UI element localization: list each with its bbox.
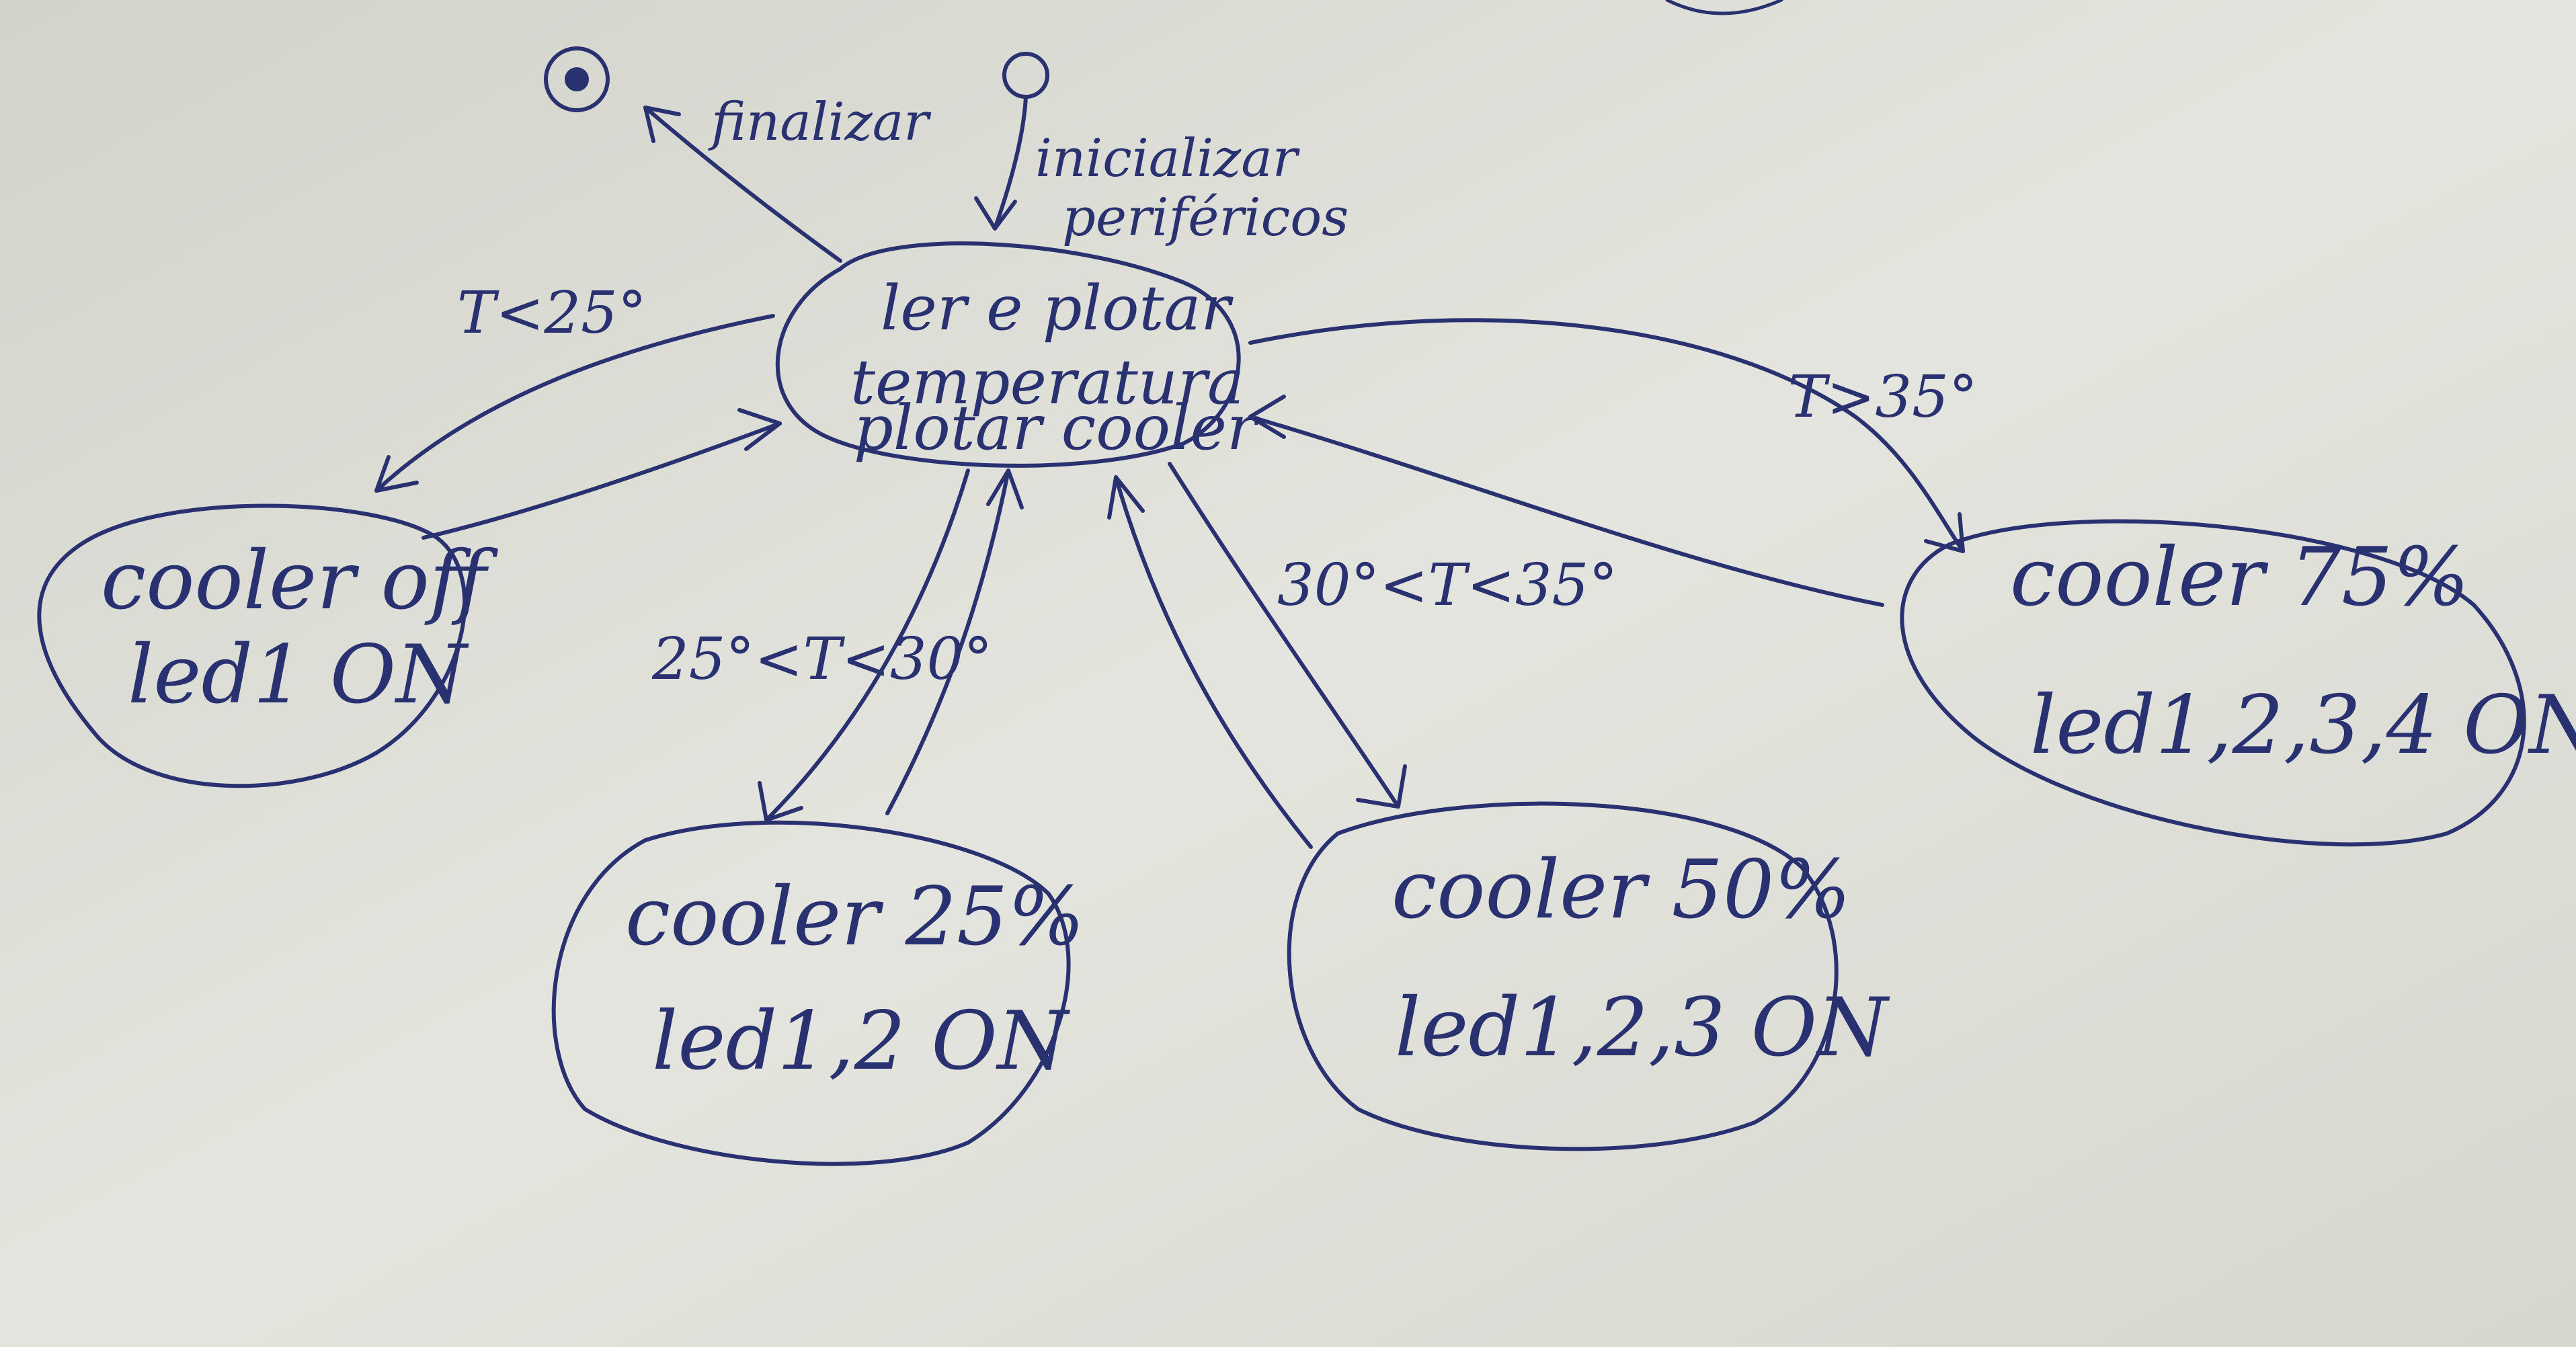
arrowhead-to-50 [1356, 764, 1407, 809]
initial-label-line1: inicializar [1035, 128, 1301, 189]
center-line2: temperatura [850, 346, 1244, 418]
state-cooler-50-node [1287, 801, 1839, 1151]
state-25-line2: led1,2 ON [652, 995, 1071, 1088]
center-line1: ler e plotar [881, 272, 1234, 344]
state-25-line1: cooler 25% [625, 870, 1084, 964]
transition-to-final [643, 106, 842, 263]
arrowhead-final [643, 106, 681, 143]
label-to-25: 25°<T<30° [651, 626, 992, 693]
final-label: finalizar [708, 92, 932, 153]
final-state-node [544, 46, 610, 112]
arrowhead-off-to-center [737, 408, 782, 451]
transition-center-to-off [374, 314, 775, 493]
transition-center-to-75 [1248, 318, 1965, 553]
transition-center-to-25 [764, 468, 970, 822]
state-50-line1: cooler 50% [1392, 844, 1851, 937]
transition-75-to-center [1248, 415, 1884, 607]
initial-state-node [974, 52, 1049, 231]
arrowhead-50-to-center [1107, 475, 1145, 520]
arrowhead-to-25 [758, 781, 803, 822]
label-to-75: T>35° [1788, 364, 1978, 431]
transition-off-to-center [421, 421, 782, 540]
arrowhead-25-to-center [986, 468, 1024, 509]
label-to-off: T<25° [457, 280, 647, 347]
state-off-line2: led1 ON [128, 628, 469, 722]
transition-50-to-center [1114, 475, 1313, 849]
state-cooler-25-node [551, 820, 1071, 1166]
label-to-50: 30°<T<35° [1277, 552, 1617, 619]
arrowhead-75-to-center [1248, 395, 1286, 439]
state-cooler-75-node [1900, 519, 2526, 847]
state-off-line1: cooler off [101, 534, 499, 628]
arrowhead-to-75 [1924, 512, 1965, 553]
state-75-line1: cooler 75% [2010, 531, 2469, 624]
state-50-line2: led1,2,3 ON [1395, 981, 1890, 1075]
state-75-line2: led1,2,3,4 ON [2030, 679, 2576, 772]
center-state-node [775, 241, 1241, 468]
arrowhead-to-off [374, 455, 419, 493]
paper-edge-scribble [1665, 0, 1783, 15]
center-line3: plotar cooler [854, 392, 1260, 464]
initial-label-line2: periféricos [1062, 188, 1349, 248]
transition-center-to-50 [1168, 462, 1400, 809]
state-cooler-off-node [37, 503, 467, 788]
transition-25-to-center [885, 468, 1010, 815]
